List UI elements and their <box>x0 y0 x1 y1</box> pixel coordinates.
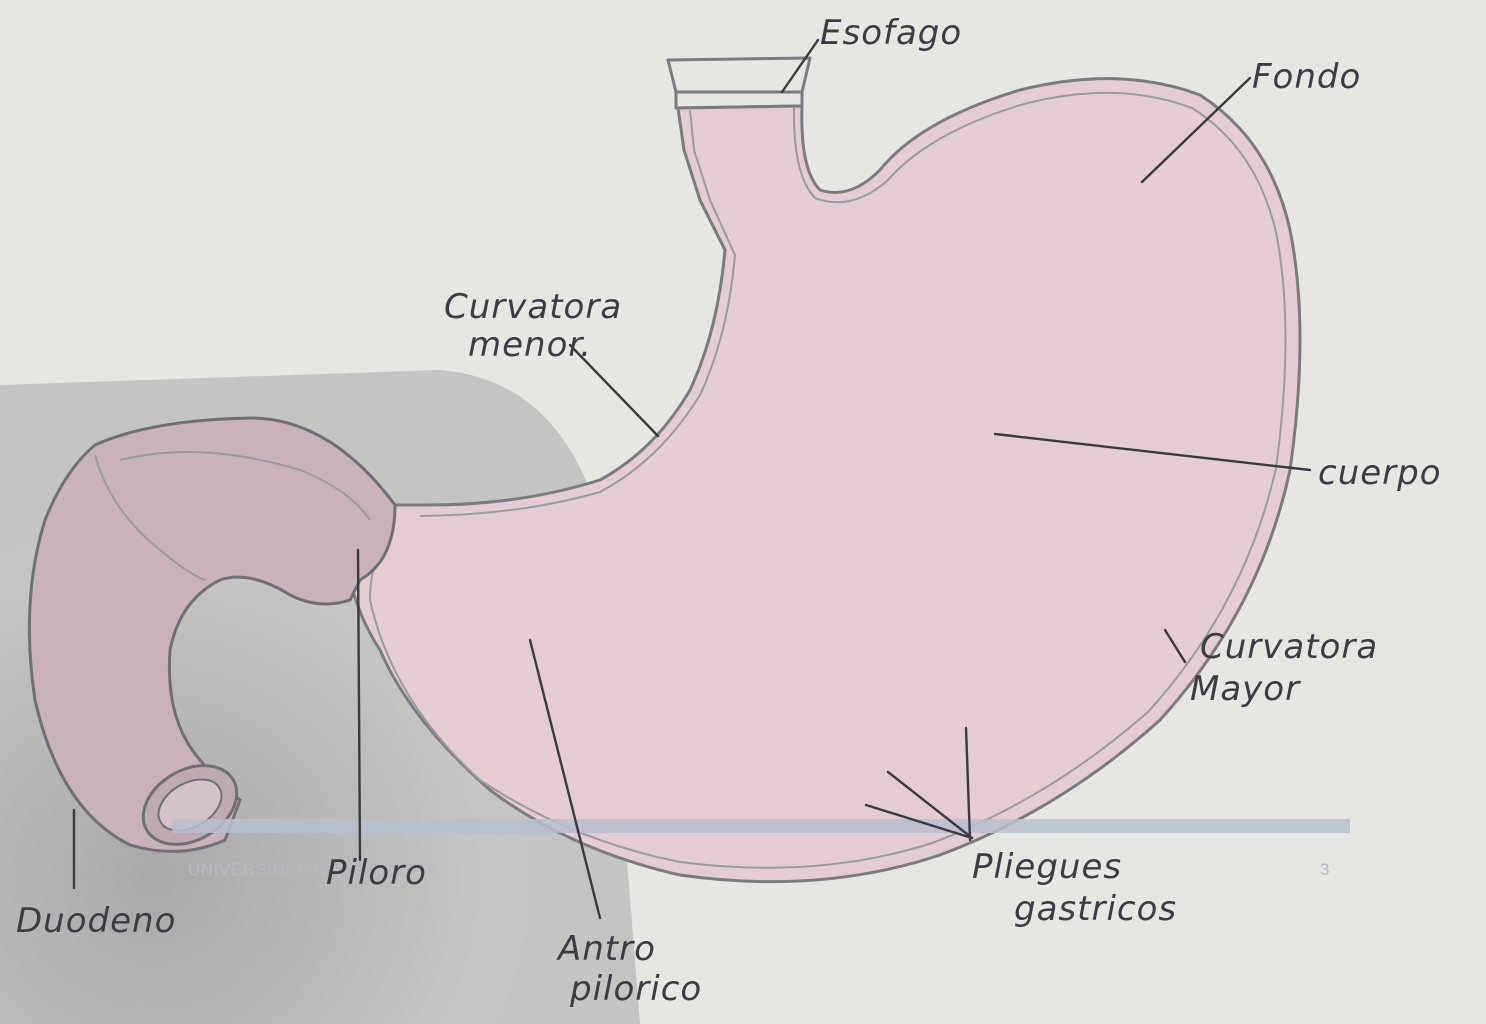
footer-bar <box>172 819 1350 833</box>
label-piloro: Piloro <box>326 853 427 893</box>
label-curvatura-mayor-1: Curvatora <box>1200 627 1378 667</box>
footer-page-number: 3 <box>1320 860 1330 879</box>
label-duodeno: Duodeno <box>16 901 176 941</box>
label-curvatura-menor-1: Curvatora <box>444 287 622 327</box>
label-antro-1: Antro <box>556 929 656 969</box>
label-antro-2: pilorico <box>569 969 702 1009</box>
label-fondo: Fondo <box>1252 57 1361 97</box>
label-curvatura-menor-2: menor. <box>468 325 592 365</box>
label-cuerpo: cuerpo <box>1318 453 1442 493</box>
label-pliegues-2: gastricos <box>1014 889 1177 929</box>
label-curvatura-mayor-2: Mayor <box>1190 669 1301 709</box>
label-esofago: Esofago <box>820 13 962 53</box>
label-pliegues-1: Pliegues <box>972 847 1122 887</box>
